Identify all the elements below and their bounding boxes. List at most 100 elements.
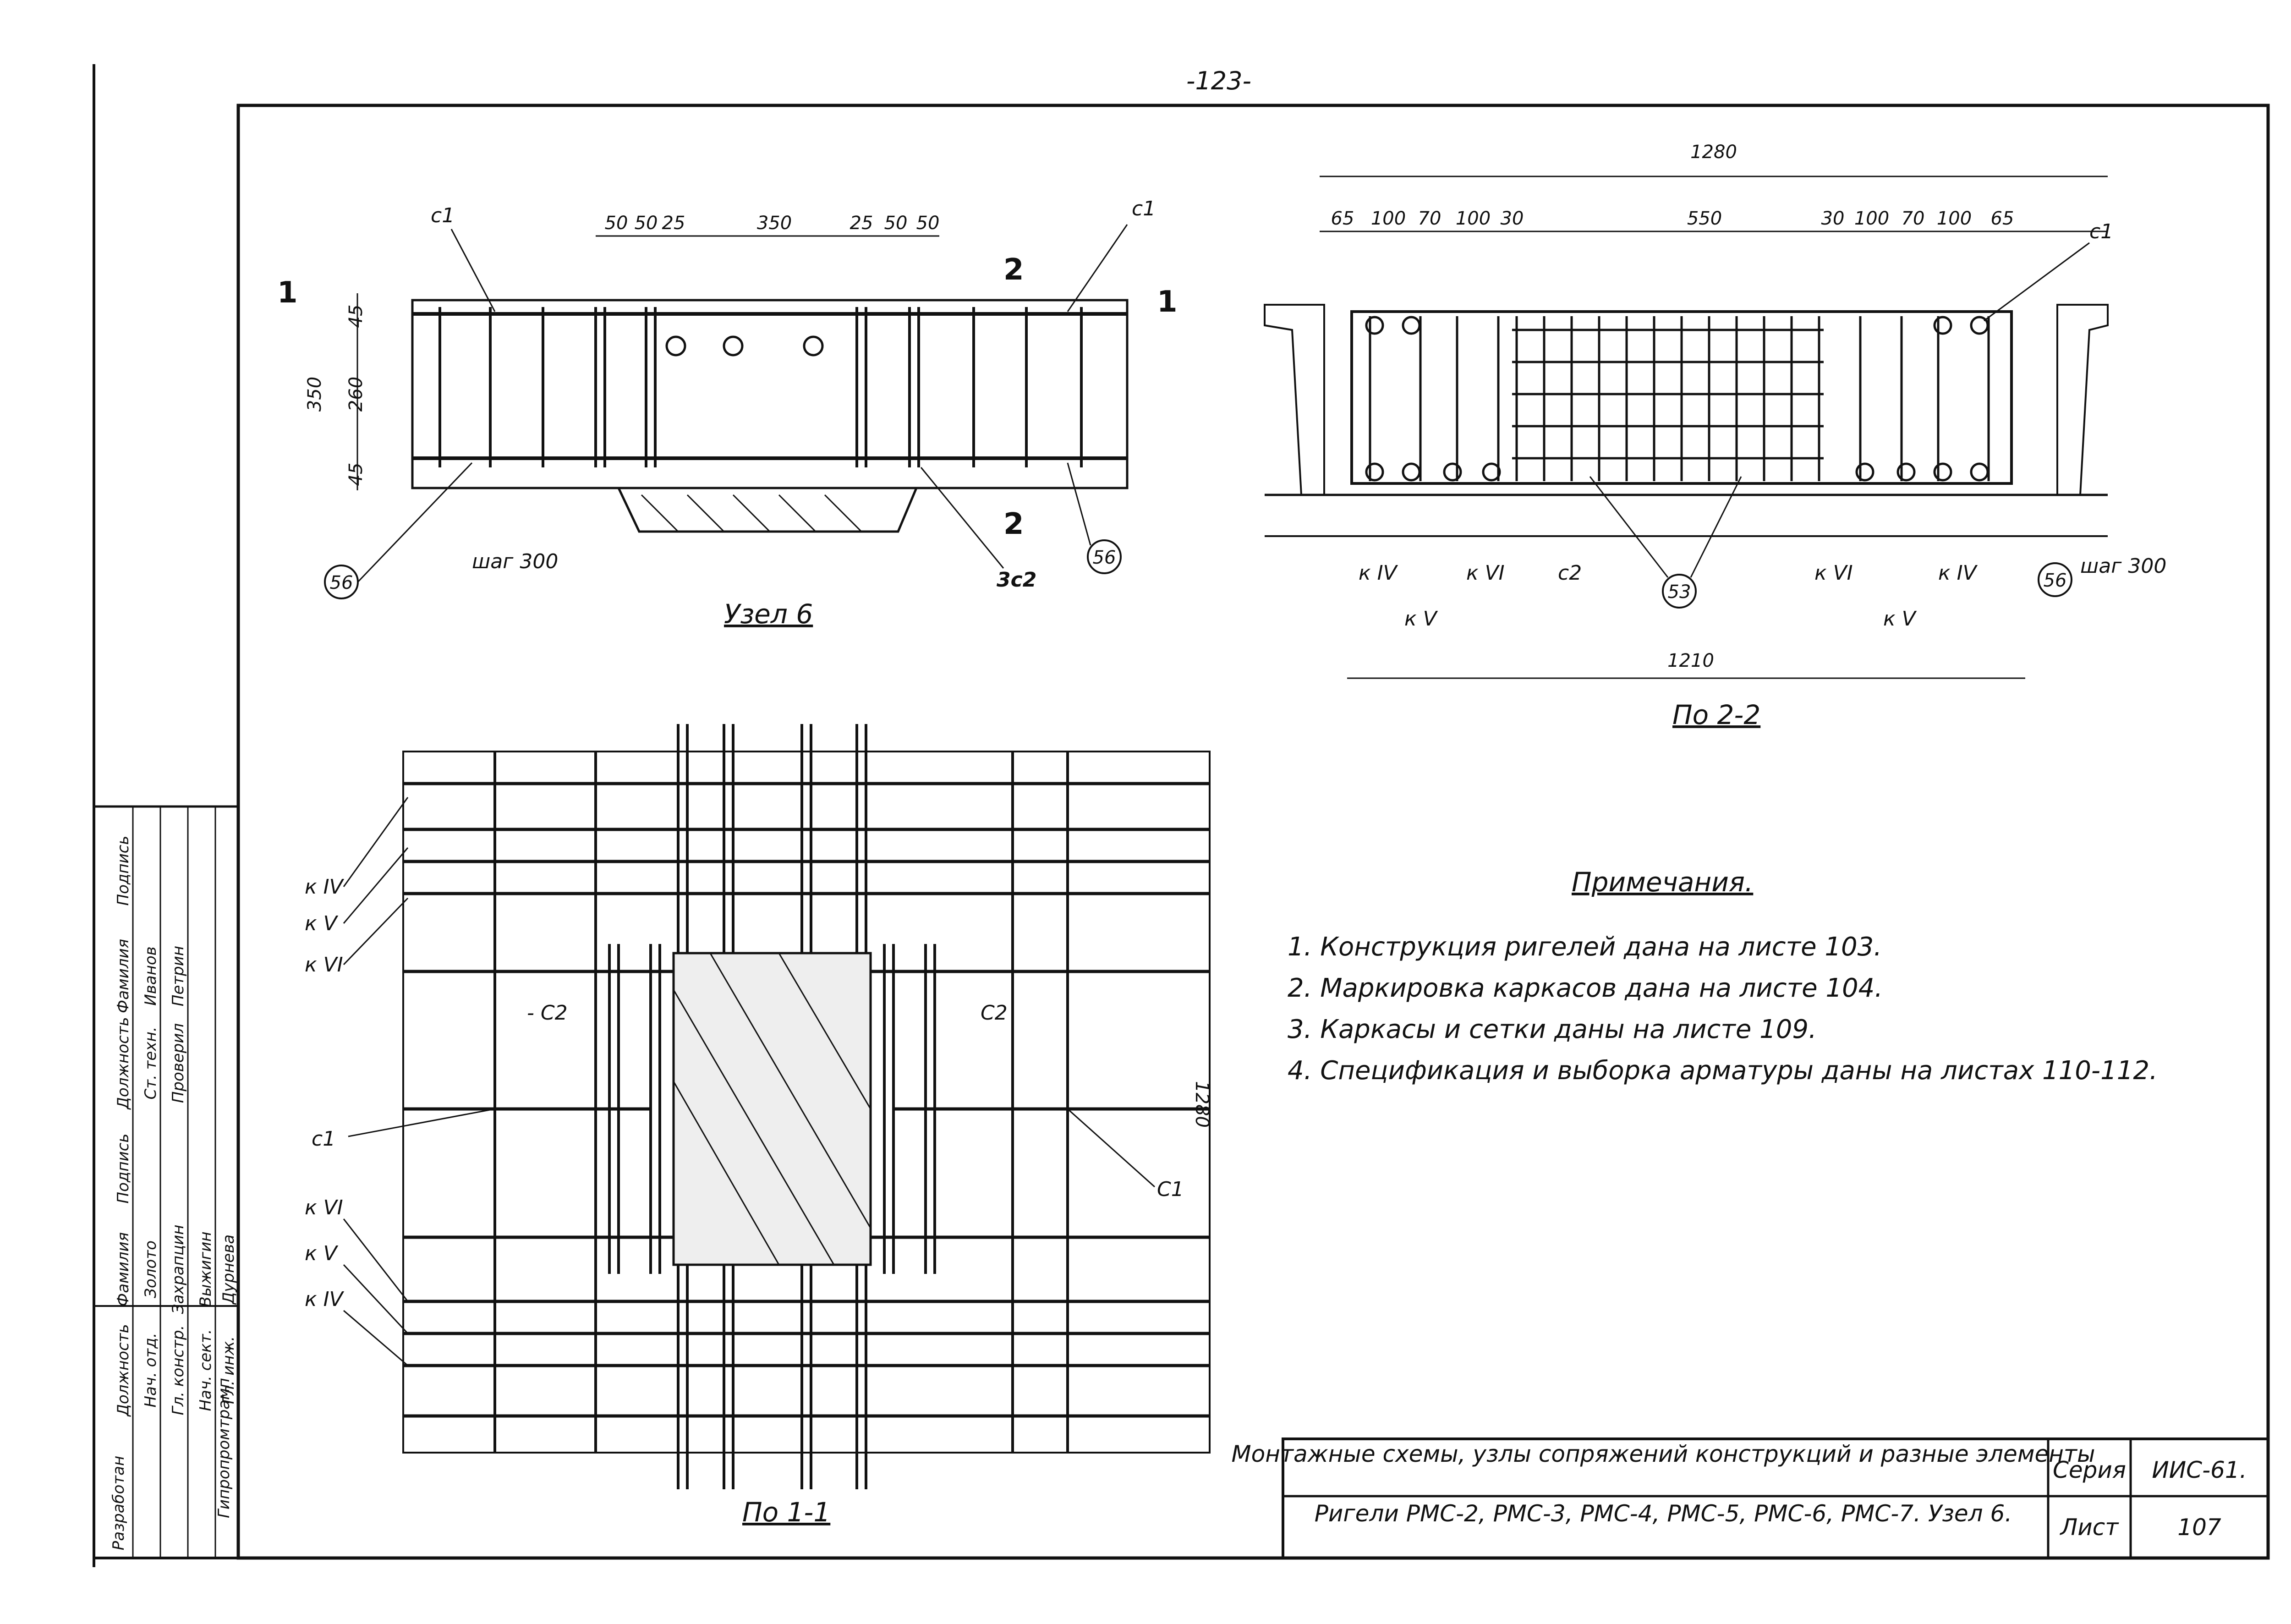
section11-label-k5-top: к V <box>305 912 339 935</box>
section22-label-c2: с2 <box>1558 561 1582 585</box>
section11-label-c1-right: С1 <box>1157 1178 1184 1201</box>
svg-text:Золото: Золото <box>142 1240 160 1298</box>
node6-dim-3: 25 <box>662 213 685 234</box>
title-line-2: Ригели РМС-2, РМС-3, РМС-4, РМС-5, РМС-6… <box>1315 1500 2012 1527</box>
svg-text:70: 70 <box>1902 208 1925 229</box>
section22-label-k4-left: к IV <box>1359 561 1398 585</box>
section22-label-k5-right: к V <box>1883 607 1917 631</box>
note-2: 2. Маркировка каркасов дана на листе 104… <box>1288 973 1883 1003</box>
svg-text:Нач. сект.: Нач. сект. <box>197 1329 215 1411</box>
sheet-label: Лист <box>2060 1514 2120 1541</box>
svg-text:30: 30 <box>1501 208 1524 229</box>
svg-text:Должность: Должность <box>114 1017 132 1110</box>
note-1: 1. Конструкция ригелей дана на листе 103… <box>1288 932 1882 962</box>
svg-text:Гл. инж.: Гл. инж. <box>219 1336 238 1404</box>
stamp-header-name: Фамилия <box>114 1232 132 1306</box>
node6-label-c1-right: c1 <box>1132 197 1156 220</box>
section11-title: По 1-1 <box>742 1497 830 1528</box>
section11-label-k4-top: к IV <box>305 875 345 899</box>
svg-text:56: 56 <box>1093 547 1116 568</box>
section22-label-k4-right: к IV <box>1938 561 1978 585</box>
node6-label-3c2: 3с2 <box>997 568 1036 592</box>
node6-bar-section-2 <box>723 335 744 357</box>
section11-label-c2-right: С2 <box>981 1001 1008 1025</box>
section11-c2-frames <box>608 944 936 1274</box>
section22-column-left <box>1264 304 1325 496</box>
section11-label-c1-left: с1 <box>312 1127 335 1151</box>
section22-beam-outline <box>1350 310 2013 485</box>
svg-text:56: 56 <box>330 572 353 593</box>
svg-text:Нач. отд.: Нач. отд. <box>142 1333 160 1407</box>
node6-dim-5: 25 <box>850 213 873 234</box>
node6-cut-mark-right: 1 <box>1157 285 1178 319</box>
svg-text:65: 65 <box>1331 208 1354 229</box>
section22-label-k6-left: к VI <box>1466 561 1505 585</box>
section22-column-right <box>2056 304 2109 496</box>
section22-title: По 2-2 <box>1672 699 1760 730</box>
node6-cut-mark-left: 1 <box>277 276 298 310</box>
node6-section-mark-bottom: 2 <box>1003 507 1024 541</box>
title-block: Монтажные схемы, узлы сопряжений констру… <box>1231 1437 2269 1559</box>
section11-label-k4-bottom: к IV <box>305 1288 345 1311</box>
svg-text:70: 70 <box>1418 208 1441 229</box>
node6-height-total: 350 <box>304 377 325 411</box>
section11-view: 1280 к IV к V к VI к VI к V к IV - С2 С2… <box>305 724 1212 1528</box>
svg-text:30: 30 <box>1821 208 1845 229</box>
node6-stirrups <box>438 307 1083 467</box>
note-3: 3. Каркасы и сетки даны на листе 109. <box>1288 1015 1817 1044</box>
stamp-header-position: Должность <box>114 1324 132 1417</box>
svg-text:Петрин: Петрин <box>169 946 187 1006</box>
svg-text:65: 65 <box>1991 208 2014 229</box>
section22-label-c1: с1 <box>2089 220 2113 243</box>
node6-concrete-hatch <box>617 487 918 533</box>
svg-text:100: 100 <box>1371 208 1406 229</box>
svg-text:100: 100 <box>1854 208 1889 229</box>
section11-label-k6-bottom: к VI <box>305 1196 343 1219</box>
node6-marker-56-right <box>1087 539 1122 574</box>
node6-dim-4: 350 <box>757 213 792 234</box>
svg-text:53: 53 <box>1668 582 1691 603</box>
section22-label-k5-left: к V <box>1404 607 1438 631</box>
svg-text:Дурнева: Дурнева <box>219 1234 238 1305</box>
svg-text:Захрапцин: Захрапцин <box>169 1225 187 1314</box>
section22-dim-bottom: 1210 <box>1667 650 1714 671</box>
section11-label-c2-left: - С2 <box>527 1001 568 1025</box>
stamp-header-signature: Подпись <box>114 1134 132 1204</box>
svg-text:Подпись: Подпись <box>114 836 132 906</box>
section22-dim-total: 1280 <box>1690 142 1737 163</box>
section11-column-hatch <box>672 952 872 1266</box>
svg-text:Выжигин: Выжигин <box>197 1231 215 1307</box>
sheet-number: 107 <box>2177 1514 2221 1541</box>
series-label: Серия <box>2053 1457 2126 1483</box>
section11-label-k6-top: к VI <box>305 953 343 977</box>
section22-marker-56 <box>2038 562 2072 597</box>
svg-text:Иванов: Иванов <box>142 946 160 1005</box>
svg-text:Проверил: Проверил <box>169 1023 187 1103</box>
svg-text:100: 100 <box>1937 208 1972 229</box>
section22-label-k6-right: к VI <box>1814 561 1853 585</box>
svg-text:100: 100 <box>1456 208 1491 229</box>
node6-height-top: 45 <box>345 305 367 328</box>
notes: Примечания. 1. Конструкция ригелей дана … <box>1288 867 2158 1086</box>
section22-pitch: шаг 300 <box>2080 554 2166 578</box>
stamp-org: Гипропромтрамп <box>215 1378 233 1518</box>
svg-text:Ст. техн.: Ст. техн. <box>142 1026 160 1099</box>
svg-text:Гл. констр.: Гл. констр. <box>169 1325 187 1416</box>
node6-view: 50 50 25 350 25 50 50 350 260 45 45 c1 c… <box>277 197 1178 630</box>
node6-dim-7: 50 <box>916 213 940 234</box>
notes-heading: Примечания. <box>1572 867 1753 898</box>
note-4: 4. Спецификация и выборка арматуры даны … <box>1288 1056 2158 1086</box>
section11-label-k5-bottom: к V <box>305 1242 339 1265</box>
node6-bar-section-3 <box>803 335 824 357</box>
svg-text:Фамилия: Фамилия <box>114 939 132 1013</box>
stamp-frame <box>93 805 240 1559</box>
section11-dim-right: 1280 <box>1191 1081 1212 1128</box>
node6-dim-6: 50 <box>884 213 908 234</box>
title-line-1: Монтажные схемы, узлы сопряжений констру… <box>1231 1441 2095 1467</box>
node6-height-bot: 45 <box>345 463 367 486</box>
node6-bar-section-1 <box>665 335 686 357</box>
approval-stamp: Разработан Гипропромтрамп Должность Фами… <box>93 805 240 1559</box>
node6-section-mark-top: 2 <box>1003 253 1024 287</box>
section22-marker-53 <box>1662 574 1697 609</box>
